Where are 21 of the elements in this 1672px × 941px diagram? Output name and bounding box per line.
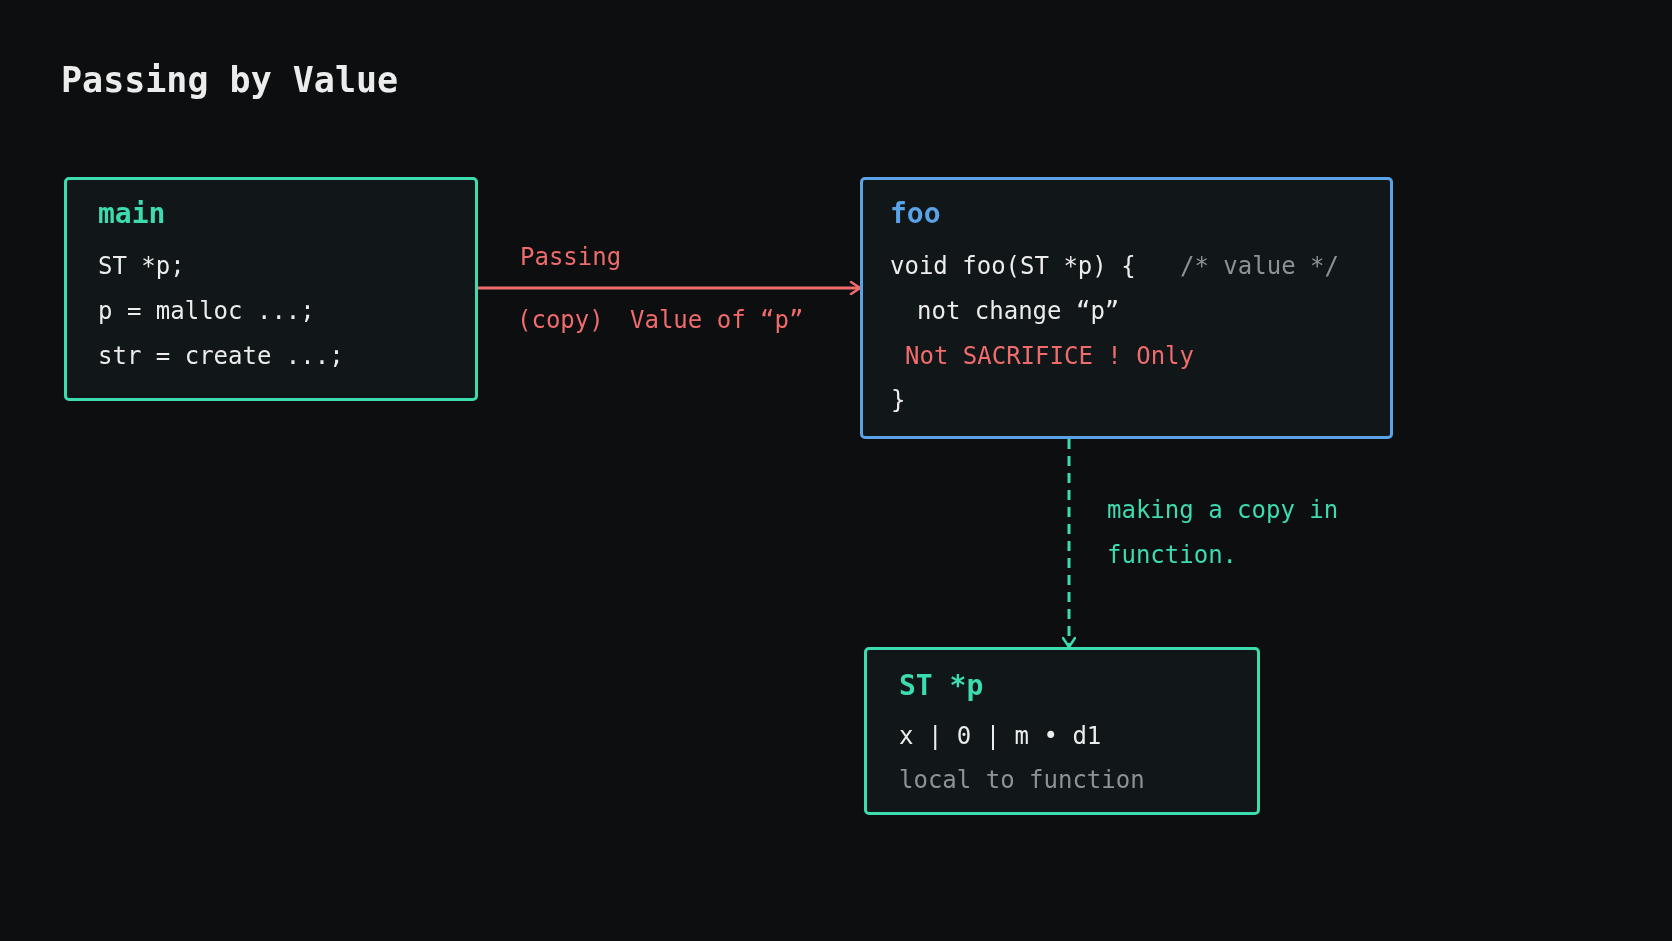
edge-note: Value of “p” xyxy=(630,305,804,335)
box-heading: main xyxy=(98,197,166,231)
edge-note: (copy) xyxy=(517,305,604,335)
box-heading: ST *p xyxy=(899,669,984,703)
edge-label: Passing xyxy=(520,242,623,273)
code-box xyxy=(864,647,1260,815)
code-line: not change “p” xyxy=(917,296,1120,326)
edge-label: making a copy in function. xyxy=(1107,495,1340,571)
code-box xyxy=(64,177,478,401)
code-line: x | 0 | m • d1 xyxy=(899,721,1102,751)
code-line: void foo(ST *p) { xyxy=(890,251,1136,281)
code-line: p = malloc ...; xyxy=(98,296,315,326)
code-line: ST *p; xyxy=(98,251,185,281)
code-comment: local to function xyxy=(899,765,1145,795)
code-line: Not SACRIFICE ! Only xyxy=(905,341,1194,371)
title: Passing by Value xyxy=(61,59,399,102)
box-heading: foo xyxy=(890,197,941,231)
code-line: } xyxy=(891,385,906,415)
code-comment: /* value */ xyxy=(1180,251,1339,281)
code-line: str = create ...; xyxy=(98,341,344,371)
code-box xyxy=(860,177,1393,439)
